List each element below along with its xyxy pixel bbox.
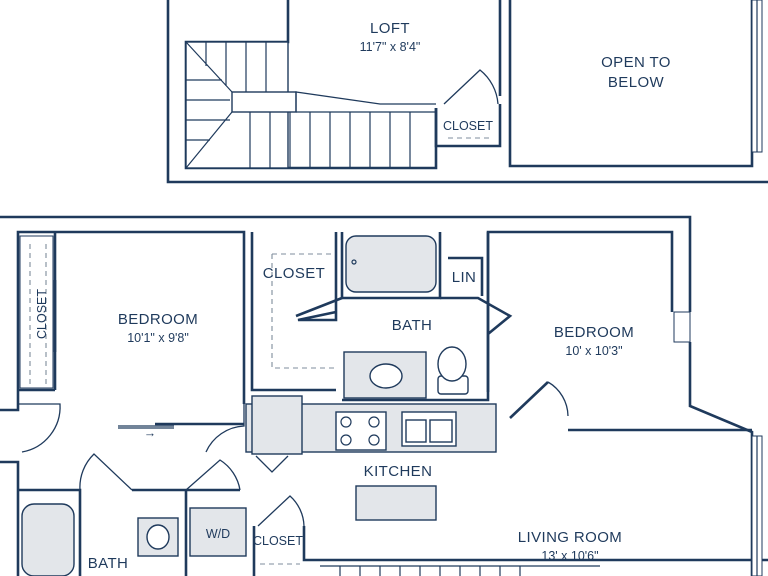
bathtub-icon xyxy=(21,503,75,576)
refrigerator-icon xyxy=(251,395,303,455)
bedroom-left-closet-label: CLOSET xyxy=(35,289,49,339)
kitchen-island-icon xyxy=(355,485,437,521)
bathtub-icon xyxy=(345,235,437,293)
open-to-below-line1: OPEN TO xyxy=(601,54,671,71)
living-room-label: LIVING ROOM xyxy=(518,529,622,546)
open-to-below-line2: BELOW xyxy=(608,74,665,91)
door-swing-icon xyxy=(205,404,245,453)
closet-lower-label: CLOSET xyxy=(253,534,303,548)
laundry xyxy=(189,507,247,557)
door-swing-icon xyxy=(547,381,569,417)
loft-closet xyxy=(434,69,502,148)
bedroom-left-label: BEDROOM xyxy=(118,311,198,328)
loft-size: 11'7" x 8'4" xyxy=(360,40,421,54)
main-level: → BEDROOM 10'1" x 9'8" CLOSET BATH CLOSE… xyxy=(0,215,768,576)
door-swing-icon xyxy=(257,495,305,527)
kitchen-sink-icon xyxy=(401,411,457,447)
door-swing-icon xyxy=(443,69,499,105)
kitchen-label: KITCHEN xyxy=(364,463,433,480)
arrow-right-icon: → xyxy=(144,426,157,440)
stove-icon xyxy=(335,411,387,451)
bath-center-label: BATH xyxy=(392,317,433,334)
bath-center-closet-label: CLOSET xyxy=(263,265,325,282)
door-swing-icon xyxy=(79,453,133,491)
bedroom-left-size: 10'1" x 9'8" xyxy=(127,331,189,345)
door-swing-icon xyxy=(18,403,61,453)
bath-lower-label: BATH xyxy=(88,555,129,572)
loft-level: LOFT 11'7" x 8'4" OPEN TO BELOW CLOSET xyxy=(166,0,768,184)
bedroom-left: → xyxy=(18,232,245,453)
bath-lower xyxy=(18,453,241,576)
loft-label: LOFT xyxy=(370,20,410,37)
bath-center xyxy=(250,230,674,402)
door-swing-icon xyxy=(185,459,241,491)
bedroom-right-size: 10' x 10'3" xyxy=(565,344,622,358)
toilet-icon xyxy=(437,346,469,395)
bedroom-right-label: BEDROOM xyxy=(554,324,634,341)
bedroom-right xyxy=(486,232,752,432)
stair-icon xyxy=(185,41,436,169)
window-icon xyxy=(673,311,691,343)
laundry-label: W/D xyxy=(206,527,230,541)
kitchen xyxy=(245,395,497,521)
linen-closet-label: LIN xyxy=(452,269,477,286)
loft-closet-label: CLOSET xyxy=(443,119,493,133)
loft-outer-wall xyxy=(166,0,768,184)
living-room-size: 13' x 10'6" xyxy=(541,549,598,563)
closet-lower xyxy=(252,495,768,576)
